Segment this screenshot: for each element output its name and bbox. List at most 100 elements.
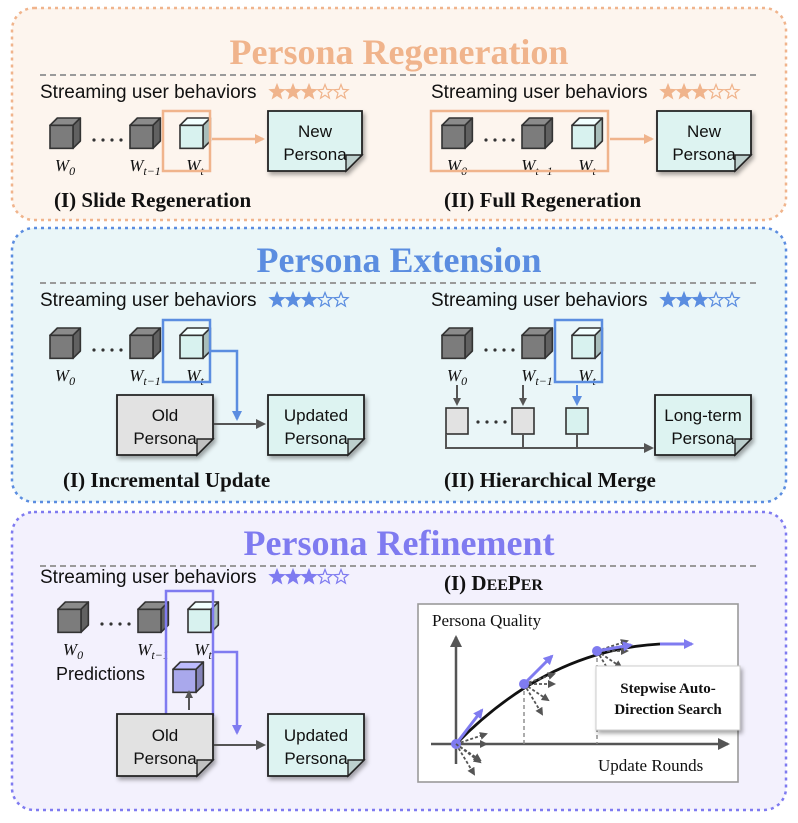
filled-star-icon <box>675 290 693 308</box>
filled-star-icon <box>268 567 286 585</box>
cube-front-face <box>179 124 204 150</box>
w0-label: W0 <box>55 366 75 388</box>
cube-front-face <box>441 334 466 360</box>
cube-front-face <box>172 668 197 694</box>
cube-front-face <box>49 334 74 360</box>
ellipsis-dot <box>485 420 489 424</box>
document-line-2: Persona <box>133 429 197 448</box>
rating-stars-icon <box>268 82 350 100</box>
refinement-title: Persona Refinement <box>244 523 555 563</box>
best-direction-arrow <box>596 641 633 653</box>
empty-star-icon <box>332 567 350 585</box>
behavior-wt-cube-icon <box>571 327 604 360</box>
empty-star-icon <box>332 82 350 100</box>
filled-star-icon <box>300 567 318 585</box>
w0-label: W0 <box>55 156 75 178</box>
streaming-label: Streaming user behaviors <box>40 567 257 588</box>
document-line-2: Persona <box>672 145 736 164</box>
ellipsis-dot <box>493 348 497 352</box>
chart-x-axis-label: Update Rounds <box>598 756 703 775</box>
updated-persona-document <box>267 713 366 778</box>
best-direction-arrow <box>454 708 484 745</box>
full-window-box <box>429 109 610 173</box>
document-line-1: New <box>298 122 333 141</box>
ellipsis-dot <box>484 138 488 142</box>
w0-label: W0 <box>63 640 83 662</box>
ellipsis-dot <box>92 138 96 142</box>
document-line-1: Updated <box>284 726 348 745</box>
streaming-label: Streaming user behaviors <box>40 290 257 311</box>
ellipsis-dot <box>511 138 515 142</box>
filled-star-icon <box>284 567 302 585</box>
rating-stars-icon <box>268 567 350 585</box>
candidate-direction-arrow <box>523 672 556 685</box>
new-persona-document <box>267 110 364 173</box>
ellipsis-dot <box>127 622 131 626</box>
predictions-label: Predictions <box>56 664 145 684</box>
cube-front-face <box>187 608 212 634</box>
ellipsis-dot <box>101 138 105 142</box>
merge-line <box>445 434 640 449</box>
streaming-label: Streaming user behaviors <box>40 82 257 103</box>
filled-star-icon <box>300 290 318 308</box>
filled-star-icon <box>691 290 709 308</box>
document-fold <box>347 759 366 778</box>
wt-1-label: Wt−1 <box>521 366 553 388</box>
behavior-wt1-cube-icon <box>129 117 162 150</box>
chart-y-axis-label: Persona Quality <box>432 611 542 630</box>
ellipsis-dot <box>119 348 123 352</box>
candidate-direction-arrow <box>455 743 482 764</box>
streaming-label: Streaming user behaviors <box>431 290 648 311</box>
cube-front-face <box>137 608 162 634</box>
section-extension: Persona Extension Streaming user behavio… <box>10 226 788 504</box>
empty-star-icon <box>723 290 741 308</box>
ellipsis-dot <box>476 420 480 424</box>
ellipsis-dot <box>502 348 506 352</box>
document-fold <box>734 154 753 173</box>
behavior-w0-cube-icon <box>49 327 82 360</box>
candidate-direction-arrow <box>455 732 488 745</box>
filled-star-icon <box>659 82 677 100</box>
filled-star-icon <box>284 290 302 308</box>
ellipsis-dot <box>119 138 123 142</box>
hierarchical-merge-caption: (II) Hierarchical Merge <box>444 468 656 492</box>
empty-star-icon <box>707 82 725 100</box>
regeneration-title: Persona Regeneration <box>230 32 569 72</box>
summary-box <box>565 407 589 435</box>
behavior-wt1-cube-icon <box>129 327 162 360</box>
ellipsis-dot <box>110 138 114 142</box>
behavior-w0-cube-icon <box>49 117 82 150</box>
old-persona-document <box>116 713 215 778</box>
selected-window-box <box>161 109 212 173</box>
ellipsis-dot <box>511 348 515 352</box>
incremental-update-caption: (I) Incremental Update <box>63 468 270 492</box>
slide-regeneration-caption: (I) Slide Regeneration <box>54 188 251 212</box>
document-fold <box>345 154 364 173</box>
full-regeneration-caption: (II) Full Regeneration <box>444 188 641 212</box>
document-line-1: Long-term <box>664 406 741 425</box>
ellipsis-dot <box>118 622 122 626</box>
wt-1-label: Wt−1 <box>129 366 161 388</box>
behavior-w0-cube-icon <box>57 601 90 634</box>
empty-star-icon <box>707 290 725 308</box>
rating-stars-icon <box>659 290 741 308</box>
cube-front-face <box>571 334 596 360</box>
refine-arrow <box>213 650 242 735</box>
long-term-persona-document <box>654 394 753 457</box>
streaming-label: Streaming user behaviors <box>431 82 648 103</box>
cube-front-face <box>571 124 596 150</box>
selected-window-box <box>553 318 604 384</box>
cube-front-face <box>57 608 82 634</box>
behavior-wt1-cube-icon <box>521 117 554 150</box>
behavior-w0-cube-icon <box>441 117 474 150</box>
empty-star-icon <box>332 290 350 308</box>
rating-stars-icon <box>268 290 350 308</box>
section-regeneration: Persona Regeneration Streaming user beha… <box>10 6 788 222</box>
empty-star-icon <box>723 82 741 100</box>
document-line-1: Old <box>152 406 178 425</box>
